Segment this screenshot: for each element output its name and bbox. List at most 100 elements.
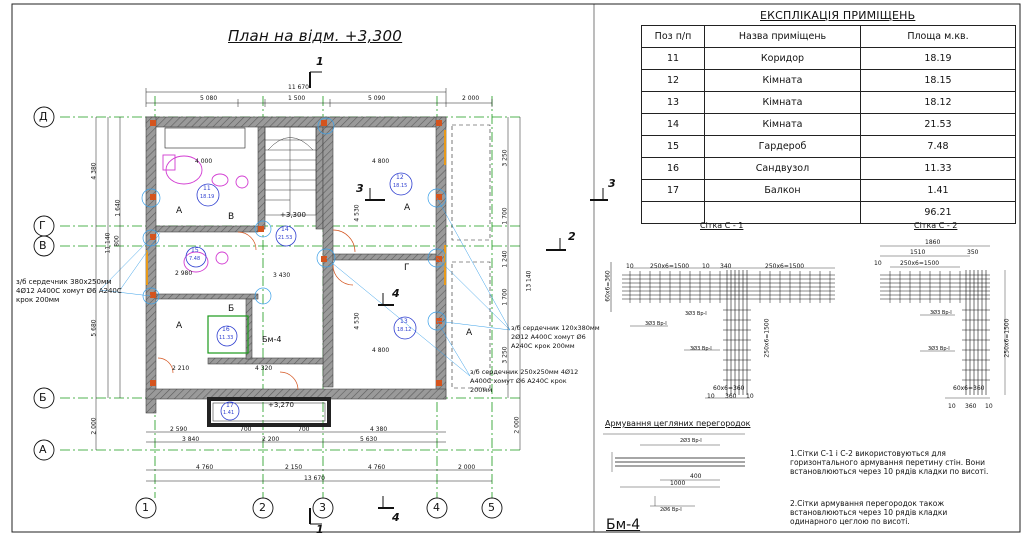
wall-stair-right [315,126,324,230]
axis-label-5: 5 [488,501,495,514]
room-tag-16: 16 [222,326,230,333]
section-label-4-mid: 4 [392,287,400,300]
section-label-4-bottom: 4 [392,511,400,524]
table-row: 12 Кімната 18.15 [641,69,1016,92]
mesh-note-2: 2.Сітки армування перегородок також вста… [790,499,948,526]
table-cell-pos: 11 [641,47,705,70]
axis-label-2: 2 [259,501,266,514]
leader-lines [99,197,511,377]
dim-top-4: 2 000 [462,95,480,102]
dim-right-3: 1 240 [501,250,509,268]
reinf-dim-1: 400 [690,473,702,480]
dim-bottom-3c: 4 760 [368,464,386,471]
mesh-c1-dim-1: 250x6=1500 [650,263,690,270]
reinf-title: Армування цегляних перегородок [605,419,751,428]
table-cell-name: Кімната [704,91,861,114]
room-tag-13: 13 [400,318,408,325]
mesh-c1-dim-3: 250x6=1500 [765,263,805,270]
table-cell-area: 18.15 [860,69,1016,92]
stair [264,126,317,216]
table-cell-name: Кімната [704,69,861,92]
table-cell-area: 21.53 [860,113,1016,136]
dim-bottom-3b: 2 150 [285,464,303,471]
mesh-c1-bar-1: 3Ø3 Вр-I [645,321,667,327]
mesh-c2-dim-2: 1510 [910,249,926,256]
dim-top-total: 11 670 [288,84,309,91]
table-total-row: 96.21 [641,201,1016,224]
mesh-c1-dim-11: 10 [746,393,754,400]
axis-label-b: Б [39,391,47,404]
room-area-16: 11.33 [219,335,234,341]
dim-left-1: 4 380 [90,162,98,180]
table-row: 17 Балкон 1.41 [641,179,1016,202]
explication-header-area: Площа м.кв. [860,25,1016,48]
dim-bottom-1b: 700 [240,426,252,433]
reinf-partition [603,433,745,507]
axis-label-1: 1 [142,501,149,514]
axis-label-4: 4 [433,501,440,514]
mesh-c2-dim-5: 250x6=1500 [1003,318,1011,358]
table-cell-pos: 13 [641,91,705,114]
dim-room-6: 4 800 [372,347,390,354]
doors [157,229,356,391]
room-area-15: 7.48 [189,256,201,262]
explication-table: Поз п/п Назва приміщень Площа м.кв. 11 К… [641,25,1016,224]
mesh-c2-dim-4: 250x6=1500 [900,260,940,267]
dim-bottom-3a: 4 760 [196,464,214,471]
wall-mark-4: А [466,328,473,338]
wall-room-div [155,225,259,233]
balcony-slab [212,402,326,422]
mesh-c1-dim-9: 10 [707,393,715,400]
table-cell-name: Балкон [704,179,861,202]
dim-left-2: 1 640 [114,199,122,217]
stair-outline [264,126,317,216]
table-row: 16 Сандвузол 11.33 [641,157,1016,180]
mesh-c2-dim-7: 60x6=360 [953,385,985,392]
reinf-dim-2: 1000 [670,480,686,487]
axis-label-a: А [39,443,47,456]
dim-bottom-2b: 2 200 [262,436,280,443]
level-mark: +3,300 [280,211,306,219]
fixtures [162,154,249,273]
reinf-bar-1: 2Ø3 Вр-I [680,438,702,444]
mesh-c2-dim-1: 1860 [925,239,941,246]
mesh-c2-dim-8: 10 [948,403,956,410]
section-label-3-right: 3 [608,177,616,190]
detail-circles [141,117,447,331]
axis-label-g: Г [39,219,46,232]
wall-top [145,116,447,128]
table-row: 11 Коридор 18.19 [641,47,1016,70]
wall-mark-2: А [404,203,411,213]
mesh-c2-dim-9: 360 [965,403,977,410]
mesh-c1-dim-4: 250x6=1500 [763,318,771,358]
mesh-c1-dim-5: 10 [626,263,634,270]
table-cell-pos: 17 [641,179,705,202]
wall-mark-3: А [176,321,183,331]
note-core-1: з/б сердечник 380x250мм 4Ø12 А400С хомут… [16,278,122,304]
table-row: 13 Кімната 18.12 [641,91,1016,114]
dim-room-1: 4 000 [195,158,213,165]
axis-label-3: 3 [319,501,326,514]
windows [146,124,491,389]
mesh-c2-dim-10: 10 [985,403,993,410]
section-label-1-top: 1 [316,55,324,68]
dim-left-total: 11 140 [104,232,112,254]
dim-right-5: 3 250 [501,346,509,364]
dim-room-7: 4 320 [255,365,273,372]
dim-bottom-total: 13 670 [304,475,325,482]
table-cell-name: Сандвузол [704,157,861,180]
table-cell-area: 7.48 [860,135,1016,158]
note-core-2: з/б сердечник 120x380мм 2Ø12 А400С хомут… [511,324,600,350]
axis-label-d: Д [39,110,48,123]
table-cell-pos: 15 [641,135,705,158]
table-cell-pos: 16 [641,157,705,180]
wall-right-div [332,253,437,261]
dim-bottom-1a: 2 590 [170,426,188,433]
bm-label-plan: Бм-4 [262,335,282,344]
table-cell-total: 96.21 [860,201,1016,224]
wall-mark-1: А [176,206,183,216]
table-cell-name: Коридор [704,47,861,70]
mesh-c2 [880,245,1006,399]
mesh-c1-dim-7: 60x6=360 [604,270,612,302]
